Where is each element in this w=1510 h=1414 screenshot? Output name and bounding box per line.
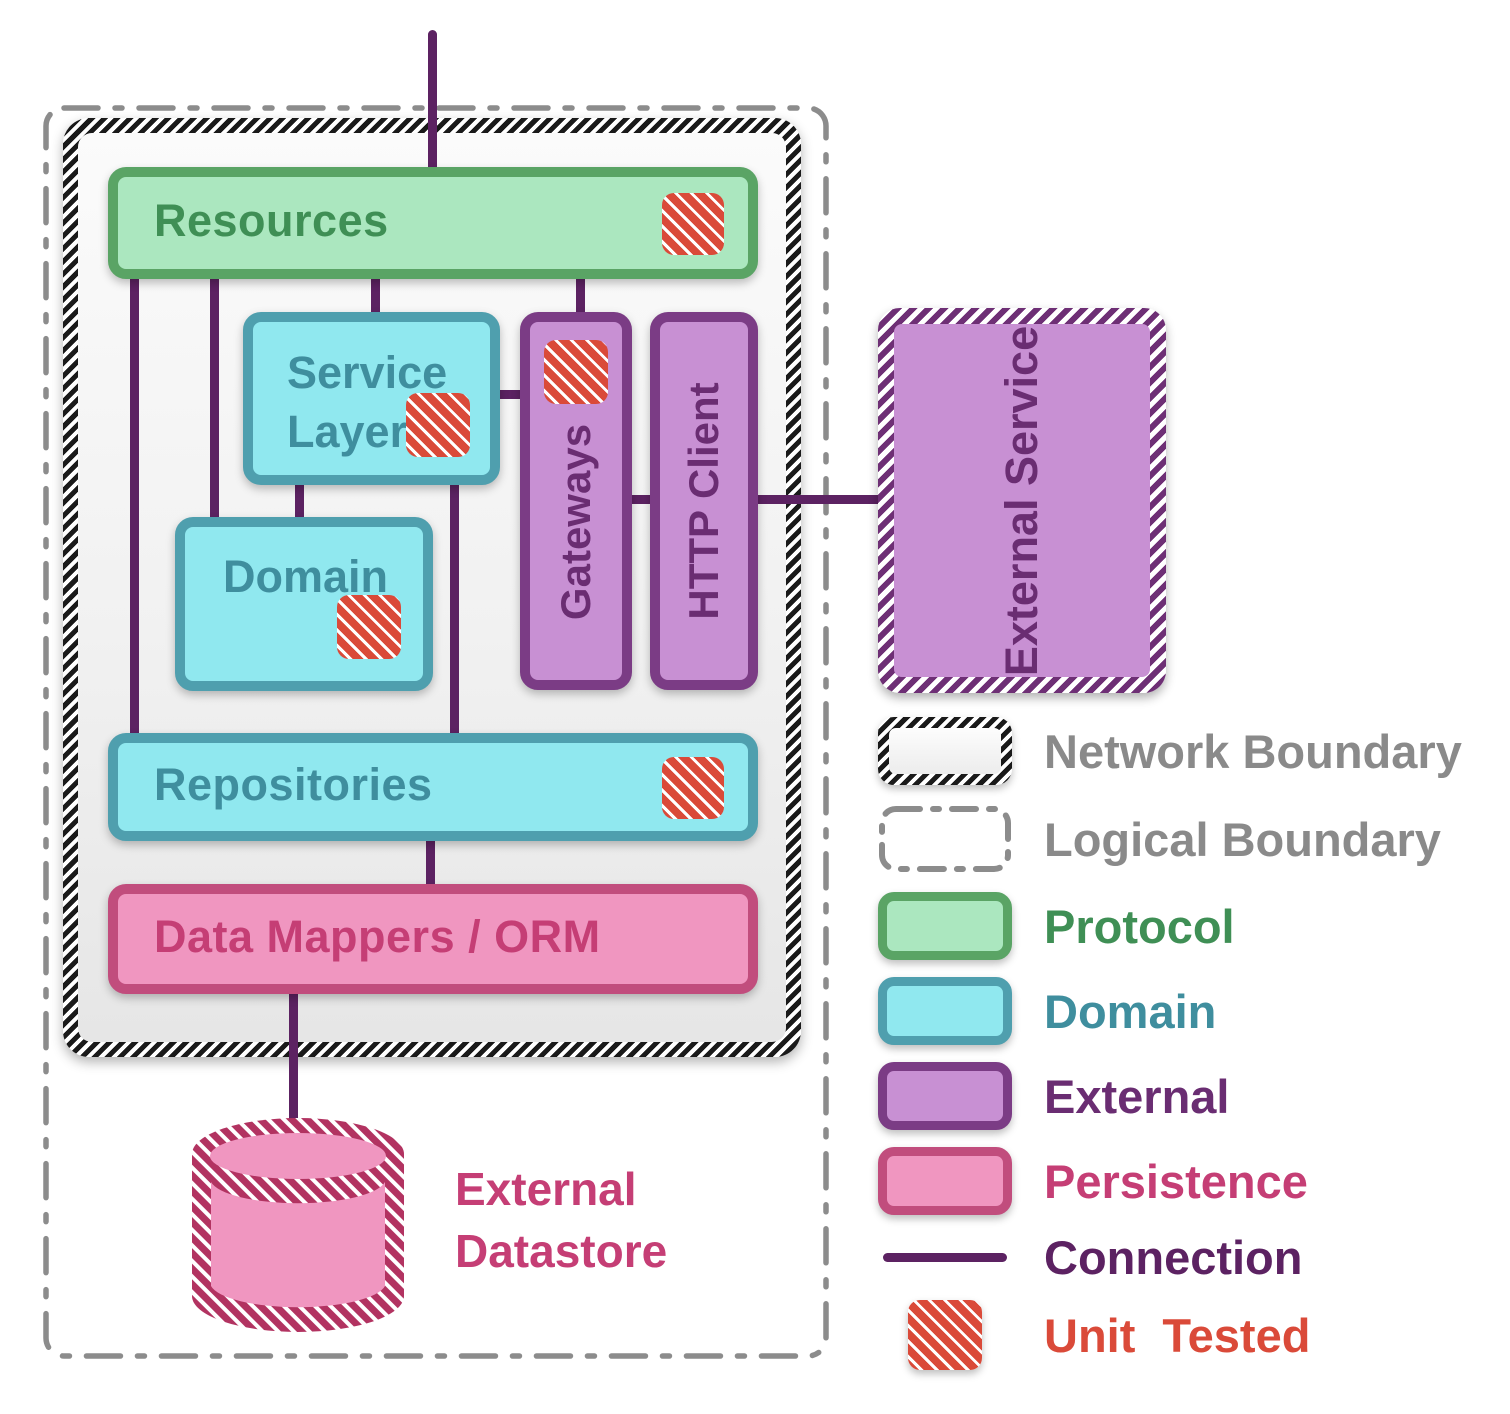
legend-label: Domain: [1044, 984, 1217, 1038]
persistence-swatch-icon: [878, 1147, 1012, 1215]
external-datastore-cylinder: [192, 1118, 404, 1332]
node-external-service: External Service: [878, 308, 1166, 693]
unit-tested-icon: [662, 757, 724, 819]
domain-swatch-icon: [878, 977, 1012, 1045]
external-swatch-icon: [878, 1062, 1012, 1130]
http-client-label: HTTP Client: [680, 382, 727, 620]
unit-tested-icon: [662, 193, 724, 255]
unit-tested-icon: [544, 340, 608, 404]
connection-service-layer-repositories: [450, 478, 459, 740]
domain-label: Domain: [223, 551, 389, 602]
connection-swatch-icon: [883, 1252, 1007, 1262]
connection-service-layer-domain: [295, 478, 304, 524]
unit-tested-icon: [337, 595, 401, 659]
external-service-label: External Service: [996, 325, 1047, 676]
legend-label: Unit Tested: [1044, 1308, 1311, 1362]
repositories-label: Repositories: [154, 758, 433, 810]
legend-item-logical-boundary: Logical Boundary: [878, 804, 1441, 874]
legend-label: Protocol: [1044, 899, 1235, 953]
legend-item-protocol: Protocol: [878, 891, 1235, 961]
legend-item-network-boundary: Network Boundary: [878, 716, 1462, 786]
connection-http-client-external-service: [752, 495, 886, 504]
network-boundary-swatch-icon: [878, 717, 1012, 785]
legend-label: External: [1044, 1069, 1230, 1123]
gateways-label: Gateways: [552, 424, 599, 621]
connection-resources-domain: [210, 272, 219, 524]
legend-label: Persistence: [1044, 1154, 1308, 1208]
legend-item-domain: Domain: [878, 976, 1216, 1046]
node-gateways: Gateways: [520, 312, 632, 690]
connection-repositories-data-mappers: [426, 835, 435, 891]
legend-item-external: External: [878, 1061, 1229, 1131]
service-layer-label: Service Layer: [287, 347, 448, 457]
connection-data-mappers-datastore: [289, 988, 298, 1132]
resources-label: Resources: [154, 194, 389, 246]
connection-resources-gateways: [576, 272, 585, 318]
unit-tested-icon: [406, 393, 470, 457]
unit-tested-swatch-icon: [908, 1300, 982, 1370]
node-resources: Resources: [108, 167, 758, 279]
node-repositories: Repositories: [108, 733, 758, 841]
legend-item-persistence: Persistence: [878, 1146, 1308, 1216]
connection-service-layer-gateways: [492, 390, 526, 399]
connection-gateways-http-client: [626, 495, 658, 504]
node-domain: Domain: [175, 517, 433, 691]
node-data-mappers: Data Mappers / ORM: [108, 884, 758, 994]
logical-boundary-swatch-icon: [879, 806, 1011, 872]
legend-item-unit-tested: Unit Tested: [878, 1300, 1310, 1370]
legend-item-connection: Connection: [878, 1222, 1302, 1292]
protocol-swatch-icon: [878, 892, 1012, 960]
data-mappers-label: Data Mappers / ORM: [154, 910, 601, 962]
connection-resources-service-layer: [371, 272, 380, 318]
connection-resources-repositories: [130, 272, 139, 740]
node-http-client: HTTP Client: [650, 312, 758, 690]
node-service-layer: Service Layer: [243, 312, 500, 485]
connection-top-to-resources: [428, 30, 437, 175]
legend-label: Logical Boundary: [1044, 812, 1441, 866]
legend-label: Connection: [1044, 1230, 1303, 1284]
legend-label: Network Boundary: [1044, 724, 1462, 778]
